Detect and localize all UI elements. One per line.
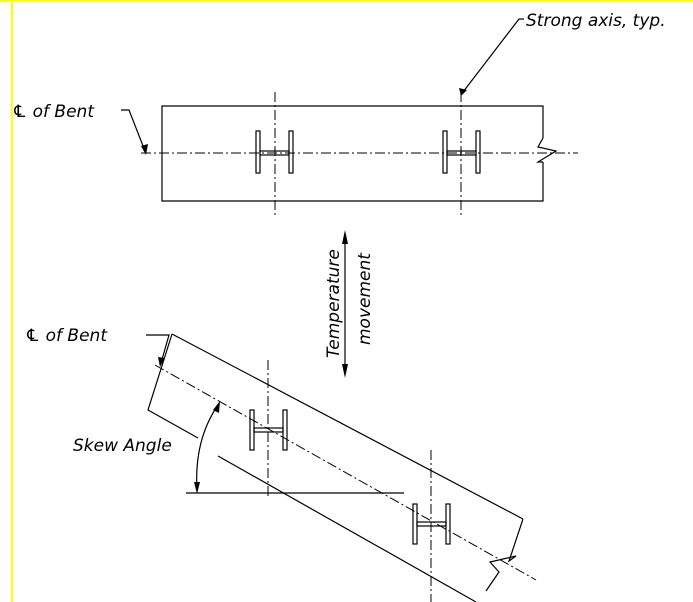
skew-arc-arrow-top xyxy=(213,401,220,413)
skewed-cap-top-edge xyxy=(171,333,524,520)
cl-bent-top-leader xyxy=(121,109,146,152)
h-pile-skewed-left xyxy=(249,409,288,451)
movement-label: movement xyxy=(355,252,375,345)
skewed-cap-left-edge xyxy=(147,333,199,439)
skewed-bent-centerline xyxy=(154,364,537,581)
skewed-cap-bottom-edge xyxy=(217,455,477,602)
cl-bent-bottom-arrowhead xyxy=(158,357,165,367)
skew-arc-arrow-bottom xyxy=(194,482,200,494)
top-bent-break-line xyxy=(535,137,558,163)
cl-of-bent-top-label: ℄ of Bent xyxy=(12,102,95,122)
h-pile-top-right xyxy=(442,130,481,174)
skew-angle-label: Skew Angle xyxy=(73,436,172,456)
strong-axis-leader xyxy=(462,18,524,93)
strong-axis-label: Strong axis, typ. xyxy=(526,11,666,31)
bottom-bent-skewed xyxy=(146,333,537,602)
temperature-label: Temperature xyxy=(324,249,344,358)
strong-axis-arrowhead xyxy=(459,88,467,96)
temperature-movement-arrow xyxy=(342,230,348,378)
h-pile-top-left xyxy=(255,130,294,174)
cl-bent-bottom-leader xyxy=(146,334,170,364)
skew-angle-arc xyxy=(196,404,219,491)
top-bent-plan xyxy=(121,18,578,215)
cl-bent-top-arrowhead xyxy=(141,144,148,155)
cl-of-bent-bottom-label: ℄ of Bent xyxy=(25,326,108,346)
h-pile-skewed-right xyxy=(412,503,451,545)
skewed-break-line xyxy=(485,518,524,592)
